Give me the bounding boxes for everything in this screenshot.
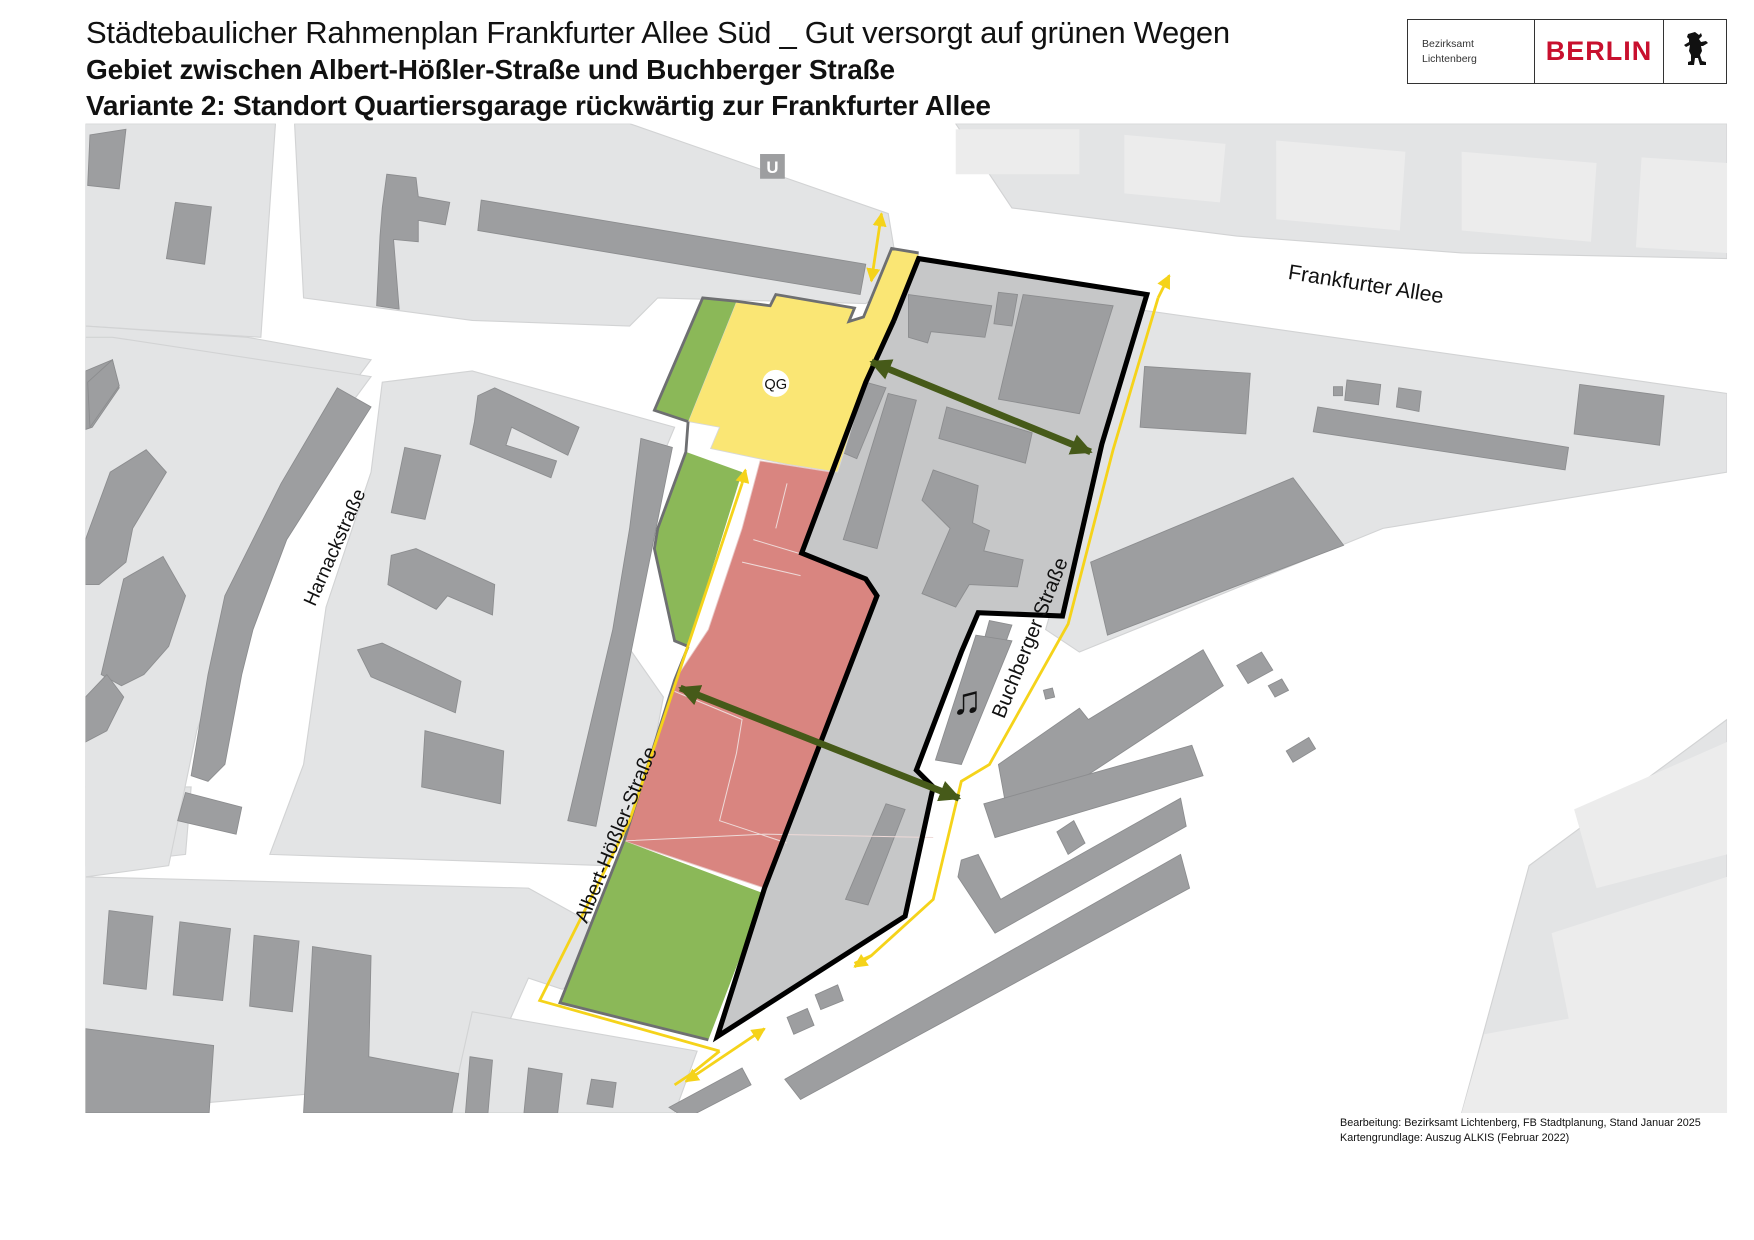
map-credits: Bearbeitung: Bezirksamt Lichtenberg, FB … xyxy=(1340,1116,1701,1145)
logo-district: Bezirksamt Lichtenberg xyxy=(1408,20,1535,83)
green-connections xyxy=(678,358,1093,802)
berlin-lichtenberg-logo: Bezirksamt Lichtenberg BERLIN xyxy=(1407,19,1727,84)
page-subtitle-area: Gebiet zwischen Albert-Hößler-Straße und… xyxy=(86,54,895,86)
music-venue-icon: ♫ xyxy=(952,677,982,723)
credits-basemap: Kartengrundlage: Auszug ALKIS (Februar 2… xyxy=(1340,1131,1570,1144)
credits-editing: Bearbeitung: Bezirksamt Lichtenberg, FB … xyxy=(1340,1117,1701,1129)
page-subtitle-variant: Variante 2: Standort Quartiersgarage rüc… xyxy=(86,89,991,121)
green-space-middle xyxy=(654,451,743,647)
title-block: Städtebaulicher Rahmenplan Frankfurter A… xyxy=(86,14,1230,122)
plan-boundary xyxy=(712,255,1151,1043)
logo-district-line2: Lichtenberg xyxy=(1422,52,1477,65)
green-connection-south xyxy=(678,684,962,802)
page-title: Städtebaulicher Rahmenplan Frankfurter A… xyxy=(86,15,1230,50)
green-connection-north xyxy=(869,358,1093,456)
green-space-top xyxy=(654,297,737,422)
svg-text:QG: QG xyxy=(764,377,787,393)
berlin-bear-icon xyxy=(1664,20,1726,83)
ubahn-marker: U xyxy=(760,154,785,179)
green-space-bottom xyxy=(559,840,765,1040)
ubahn-icon: U xyxy=(766,158,778,177)
logo-district-line1: Bezirksamt xyxy=(1422,38,1474,51)
area-outline-west xyxy=(652,246,919,423)
logo-wordmark: BERLIN xyxy=(1535,20,1664,83)
quartiersgarage-marker: QG xyxy=(762,369,790,397)
